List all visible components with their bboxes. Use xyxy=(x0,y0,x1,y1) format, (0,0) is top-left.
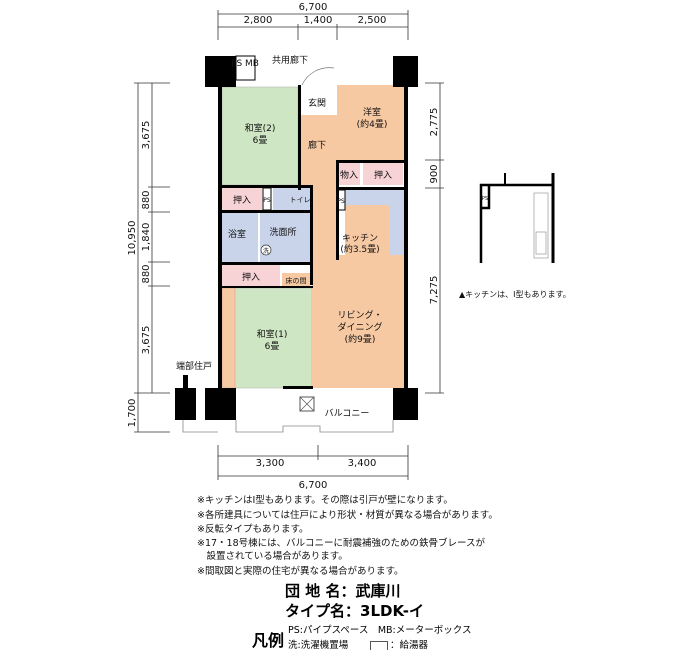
label-ps: PS xyxy=(263,197,271,204)
dim-left-balcony: 1,700 xyxy=(127,399,138,428)
label-senmen: 洗面所 xyxy=(269,226,296,238)
label-washitsu-1-size: 6畳 xyxy=(265,341,280,352)
room-tokonoma xyxy=(282,273,310,287)
dim-bottom-2: 3,400 xyxy=(348,458,377,469)
label-washitsu-1: 和室(1) xyxy=(257,328,288,340)
wood-strip xyxy=(221,287,236,389)
label-toilet: トイレ xyxy=(290,196,311,204)
dim-top-2: 1,400 xyxy=(304,15,333,26)
washer-icon xyxy=(260,244,272,256)
note: ※17・18号棟には、バルコニーに耐震補強のための鉄骨ブレースが xyxy=(197,538,485,549)
room-bath xyxy=(222,213,258,262)
label-oshiire-lower: 押入 xyxy=(242,271,260,283)
dim-bottom-1: 3,300 xyxy=(256,458,285,469)
dim-right-3: 7,275 xyxy=(429,276,440,305)
kitchen-inset: PS xyxy=(479,173,555,263)
legend-heater: ：給湯器 xyxy=(370,637,428,650)
label-kitchen: キッチン xyxy=(342,233,378,244)
legend-ps-mb: PS:パイプスペース MB:メーターボックス xyxy=(288,625,472,636)
dim-right-1: 2,775 xyxy=(429,108,440,137)
ps-mb-label: PS MB xyxy=(231,59,259,69)
room-monoire xyxy=(338,163,360,185)
inset-note: ▲キッチンは、I型もあります。 xyxy=(459,290,571,299)
room-washitsu-2 xyxy=(221,86,299,186)
room-living-dining xyxy=(312,255,405,388)
kitchen-counter xyxy=(345,190,405,255)
room-toilet xyxy=(273,188,310,210)
label-monoire: 物入 xyxy=(340,169,358,181)
room-washitsu-1 xyxy=(221,287,313,389)
dim-left-3: 1,840 xyxy=(141,223,152,252)
balcony-railing xyxy=(182,420,394,433)
dim-left-5: 3,675 xyxy=(141,326,152,355)
legend-heater-label: ：給湯器 xyxy=(390,640,429,650)
note: ※間取図と実際の住宅が異なる場合があります。 xyxy=(197,566,404,577)
label-kitchen-ps: PS xyxy=(337,198,345,205)
room-oshiire-middle xyxy=(222,188,262,210)
label-oshiire-middle: 押入 xyxy=(233,194,251,206)
wall-block xyxy=(393,56,418,87)
label-genkan: 玄関 xyxy=(308,97,326,109)
legend-title: 凡例 xyxy=(252,631,285,650)
dim-bottom-total: 6,700 xyxy=(299,480,328,491)
label-youshitsu-size: (約4畳) xyxy=(357,118,388,130)
dim-top-total: 6,700 xyxy=(299,2,328,13)
label-living-size: (約9畳) xyxy=(345,333,376,345)
room-oshiire-lower xyxy=(222,265,280,287)
room-youshitsu xyxy=(337,85,405,160)
dimension-lines xyxy=(134,10,444,480)
note: ※反転タイプもあります。 xyxy=(197,524,309,535)
note: ※各所建具については住戸により形状・材質が異なる場合があります。 xyxy=(197,510,498,521)
label-balcony: バルコニー xyxy=(325,408,370,419)
room-oshiire-upper xyxy=(363,163,403,185)
label-living: リビング・ xyxy=(337,309,382,321)
inset-ps-label: PS xyxy=(482,196,488,202)
label-oshiire-upper: 押入 xyxy=(374,169,392,181)
danchi-label: 団 地 名： xyxy=(285,582,356,600)
label-tokonoma: 床の間 xyxy=(286,276,307,285)
dim-right-2: 900 xyxy=(429,164,440,183)
washer-label: 洗 xyxy=(263,247,269,255)
danchi-value: 武庫川 xyxy=(355,582,401,600)
walls xyxy=(175,56,418,420)
type-value: 3LDK-イ xyxy=(360,602,425,620)
label-washitsu-2: 和室(2) xyxy=(245,122,276,134)
dim-top-1: 2,800 xyxy=(244,15,273,26)
dim-left-2: 880 xyxy=(141,190,152,209)
ps-mb-box xyxy=(235,55,256,81)
label-dining: ダイニング xyxy=(337,321,382,333)
label-kitchen-size: (約3.5畳) xyxy=(340,243,379,255)
dim-left-1: 3,675 xyxy=(141,121,152,150)
legend-washer: 洗:洗濯機置場 xyxy=(288,640,349,650)
water-heater-icon xyxy=(370,640,388,650)
entrance-door-swing xyxy=(301,67,335,86)
end-unit-wall xyxy=(175,388,196,420)
wall-block xyxy=(205,56,236,87)
type-name: タイプ名：3LDK-イ xyxy=(285,600,424,621)
room-genkan xyxy=(300,88,335,115)
label-washitsu-2-size: 6畳 xyxy=(253,135,268,146)
dim-left-4: 880 xyxy=(141,264,152,283)
label-common-corridor: 共用廊下 xyxy=(272,54,308,66)
dim-left-total: 10,950 xyxy=(127,221,138,256)
label-youshitsu: 洋室 xyxy=(363,106,381,118)
label-bath: 浴室 xyxy=(228,228,246,240)
label-end-unit: 端部住戸 xyxy=(176,360,212,372)
label-rouka: 廊下 xyxy=(308,139,326,151)
type-label: タイプ名： xyxy=(285,602,361,620)
note: ※キッチンはI型もあります。その際は引戸が壁になります。 xyxy=(197,495,453,506)
danchi-name: 団 地 名：武庫川 xyxy=(285,580,400,601)
note: 設置されている場合があります。 xyxy=(197,551,348,562)
dim-top-3: 2,500 xyxy=(358,15,387,26)
